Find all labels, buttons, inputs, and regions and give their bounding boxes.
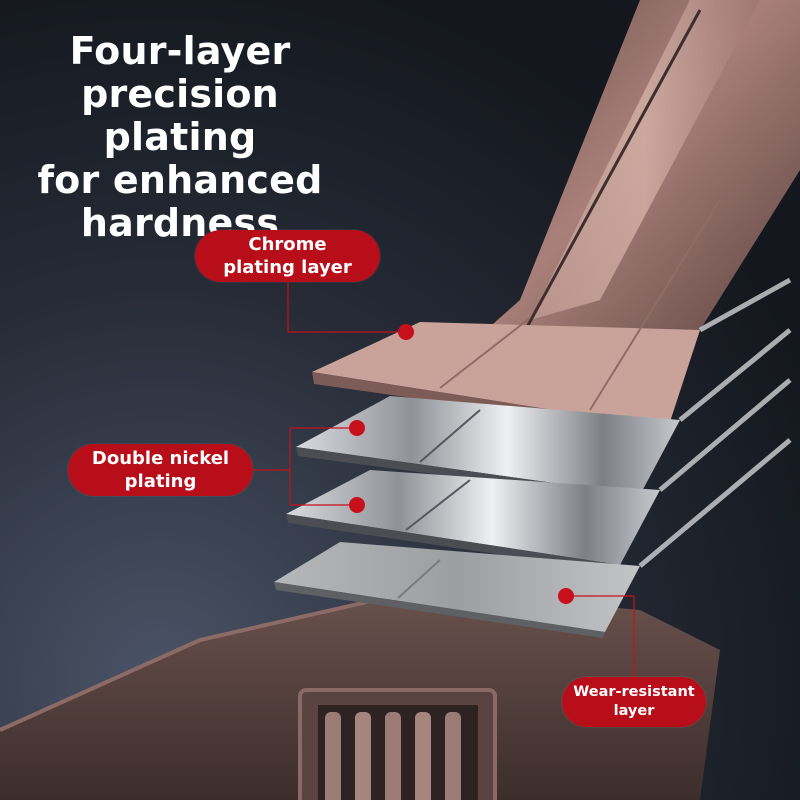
worm-gear [298, 688, 497, 800]
wear-label-line-2: layer [613, 703, 655, 719]
nickel-marker-dot-2 [349, 497, 365, 513]
wear-resistant-layer-label: Wear-resistant layer [562, 677, 706, 727]
double-nickel-plating-label: Double nickel plating [68, 444, 253, 496]
nickel-label-line-2: plating [124, 471, 197, 492]
wear-leader-line [566, 595, 635, 677]
wear-resistant-layer [274, 542, 640, 638]
chrome-leader-line [287, 282, 404, 333]
wear-label-line-1: Wear-resistant [573, 684, 695, 700]
headline-line-2: precision plating [81, 72, 279, 159]
nickel-plating-layer-2 [286, 470, 660, 572]
chrome-plating-label: Chrome plating layer [195, 230, 380, 282]
headline-line-3: for enhanced [37, 158, 323, 202]
wrench-jaw-edge [0, 588, 421, 732]
stacked-layer-edges [638, 277, 792, 568]
chrome-marker-dot [398, 324, 414, 340]
headline: Four-layer precision plating for enhance… [0, 30, 360, 245]
headline-line-1: Four-layer [69, 29, 291, 73]
nickel-label-line-1: Double nickel [91, 448, 230, 469]
wrench-handle-highlight [530, 0, 760, 320]
chrome-label-line-1: Chrome [248, 234, 327, 255]
callout-leaders [254, 282, 635, 677]
nickel-marker-dot-1 [349, 420, 365, 436]
nickel-leader-line [254, 427, 356, 506]
wrench-handle-groove [518, 9, 702, 341]
chrome-label-line-2: plating layer [223, 257, 352, 278]
wear-marker-dot [558, 588, 574, 604]
